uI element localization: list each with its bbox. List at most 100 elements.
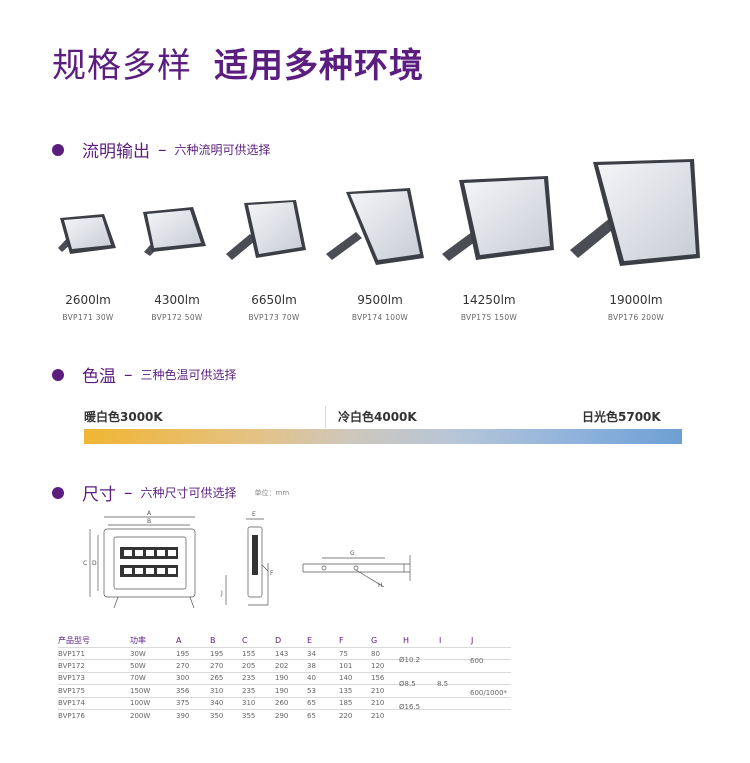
table-cell: 30W	[130, 646, 176, 660]
table-cell: 270	[210, 659, 242, 673]
table-cell: 220	[339, 708, 371, 722]
lumen-value: 9500lm	[357, 293, 403, 307]
section-dash: –	[124, 482, 133, 503]
table-cell: 100W	[130, 696, 176, 710]
floodlight-image-6	[570, 159, 700, 266]
table-cell: 265	[210, 671, 242, 685]
table-cell: 65	[307, 708, 339, 722]
table-cell: 120	[371, 659, 403, 673]
table-cell: 356	[176, 684, 210, 698]
cct-gradient-bar	[84, 429, 682, 444]
section-title: 色温	[82, 367, 116, 387]
table-cell: 300	[176, 671, 210, 685]
table-cell: 40	[307, 671, 339, 685]
table-cell: 80	[371, 646, 403, 660]
floodlight-image-5	[442, 176, 554, 261]
table-cell: 210	[371, 684, 403, 698]
model-label: BVP173 70W	[248, 313, 300, 322]
table-header-cell: I	[439, 636, 442, 645]
table-cell: BVP171	[58, 646, 130, 660]
section-dash: –	[124, 364, 133, 385]
table-cell: 200W	[130, 708, 176, 722]
table-cell: 101	[339, 659, 371, 673]
table-row: BVP173 70W 300 265 235 190 40 140 156	[58, 671, 511, 685]
table-header-cell: J	[471, 636, 474, 645]
top-view-drawing: G H	[302, 550, 411, 589]
table-cell: 190	[275, 671, 307, 685]
product-4: 9500lm BVP174 100W	[340, 293, 420, 322]
floodlight-image-1	[58, 214, 116, 254]
floodlight-image-4	[326, 188, 424, 265]
table-header-cell: H	[403, 636, 410, 645]
table-header-cell: C	[242, 636, 248, 645]
table-header-cell: F	[339, 636, 344, 645]
table-header-cell: D	[275, 636, 282, 645]
lumen-value: 6650lm	[251, 293, 297, 307]
table-row: BVP176 200W 390 350 355 290 65 220 210	[58, 708, 511, 722]
table-cell: 65	[307, 696, 339, 710]
table-header-cell: 功率	[130, 636, 146, 645]
unit-note: 单位：mm	[254, 488, 290, 497]
table-cell: 155	[242, 646, 275, 660]
section-subtitle: 六种尺寸可供选择	[140, 486, 237, 500]
table-cell: 70W	[130, 671, 176, 685]
table-cell: 340	[210, 696, 242, 710]
dim-label-A: A	[147, 510, 152, 517]
dim-label-B: B	[147, 518, 151, 525]
table-cell: 135	[339, 684, 371, 698]
i-value: 8.5	[437, 680, 449, 688]
table-cell: 375	[176, 696, 210, 710]
table-cell: 185	[339, 696, 371, 710]
table-cell: 310	[210, 684, 242, 698]
h-value-2: Ø8.5	[399, 680, 416, 688]
dim-label-D: D	[92, 560, 97, 567]
model-label: BVP175 150W	[460, 313, 518, 322]
table-cell: 38	[307, 659, 339, 673]
floodlight-image-3	[226, 200, 306, 260]
section-dash: –	[158, 139, 167, 160]
h-value-3: Ø16.5	[399, 703, 421, 711]
table-cell: 350	[210, 708, 242, 722]
section-heading-flux: 流明输出 – 六种流明可供选择	[52, 137, 271, 162]
product-1: 2600lm BVP171 30W	[48, 293, 128, 322]
lumen-value: 19000lm	[609, 293, 663, 307]
dim-label-H: H	[378, 582, 383, 589]
dim-label-F: F	[270, 570, 274, 577]
dim-label-J: J	[220, 590, 223, 597]
lumen-value: 2600lm	[65, 293, 111, 307]
section-heading-cct: 色温 – 三种色温可供选择	[52, 362, 237, 387]
h-value-1: Ø10.2	[399, 656, 421, 664]
title-light: 规格多样	[52, 46, 192, 86]
table-cell: 210	[371, 696, 403, 710]
table-cell: 202	[275, 659, 307, 673]
table-header-cell: B	[210, 636, 216, 645]
bullet-icon	[52, 143, 64, 156]
table-row: BVP172 50W 270 270 205 202 38 101 120	[58, 659, 511, 673]
model-label: BVP171 30W	[62, 313, 114, 322]
table-cell: 235	[242, 684, 275, 698]
dim-label-E: E	[252, 511, 256, 518]
table-cell: BVP174	[58, 696, 130, 710]
table-cell: 235	[242, 671, 275, 685]
table-cell: 150W	[130, 684, 176, 698]
floodlight-image-2	[143, 207, 206, 256]
spec-table: 产品型号 功率 A B C D E F G H I J BVP171 30W 1…	[58, 634, 511, 722]
table-cell: 156	[371, 671, 403, 685]
table-cell: 260	[275, 696, 307, 710]
table-cell: 34	[307, 646, 339, 660]
table-header-cell: A	[176, 636, 182, 645]
cct-day-label: 日光色5700K	[582, 410, 661, 424]
page-title: 规格多样适用多种环境	[52, 46, 424, 86]
product-3: 6650lm BVP173 70W	[234, 293, 314, 322]
table-header-row: 产品型号 功率 A B C D E F G H I J	[58, 634, 511, 648]
section-title: 尺寸	[82, 485, 116, 505]
section-heading-size: 尺寸 – 六种尺寸可供选择 单位：mm	[52, 480, 289, 505]
table-cell: 140	[339, 671, 371, 685]
lumen-value: 14250lm	[462, 293, 516, 307]
table-cell: BVP172	[58, 659, 130, 673]
table-header-cell: 产品型号	[58, 636, 90, 645]
table-cell: 210	[371, 708, 403, 722]
title-bold: 适用多种环境	[214, 46, 424, 86]
j-value-1: 600	[470, 657, 484, 665]
model-label: BVP174 100W	[351, 313, 409, 322]
